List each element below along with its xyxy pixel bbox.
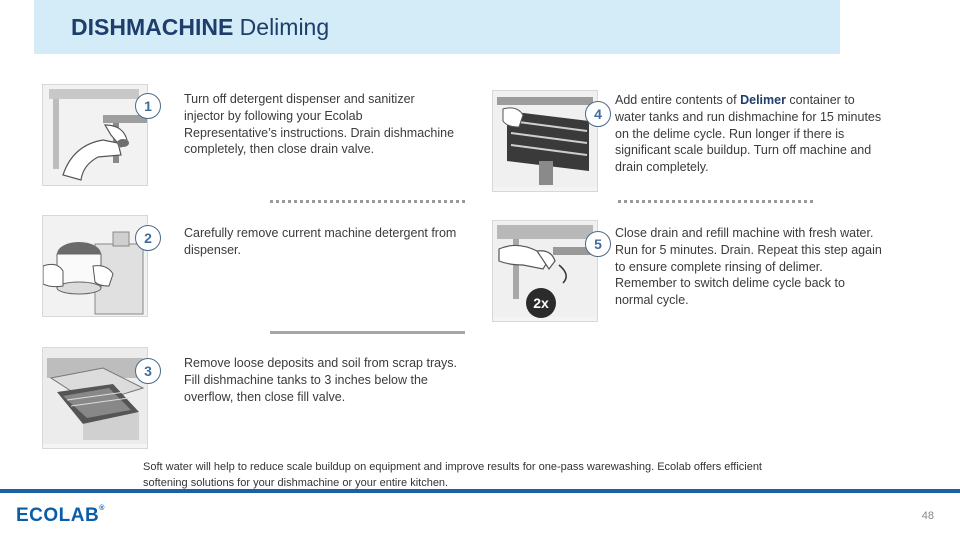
page-title-rest: Deliming	[233, 14, 330, 40]
step-2-number: 2	[135, 225, 161, 251]
divider-dotted-1	[270, 200, 465, 203]
step-5-number: 5	[585, 231, 611, 257]
step-4-text-bold: Delimer	[740, 93, 786, 107]
step-5-text: Close drain and refill machine with fres…	[615, 226, 882, 308]
step-1-text: Turn off detergent dispenser and sanitiz…	[184, 92, 455, 157]
logo-text: ECOLAB	[16, 505, 100, 526]
step-4-text-after: container to water tanks and run dishmac…	[615, 93, 882, 175]
step-1-illustration	[42, 84, 148, 186]
step-3-text: Remove loose deposits and soil from scra…	[184, 356, 458, 404]
step-3-illustration	[42, 347, 148, 449]
footnote: Soft water will help to reduce scale bui…	[143, 461, 762, 489]
step-4-illustration	[492, 90, 598, 192]
step-3-number: 3	[135, 358, 161, 384]
divider-solid	[270, 331, 465, 334]
repeat-2x-badge: 2x	[526, 288, 556, 318]
page-title-bold: DISHMACHINE	[71, 14, 234, 40]
step-1-number: 1	[135, 93, 161, 119]
divider-dotted-2	[618, 200, 813, 203]
step-4-text-before: Add entire contents of	[615, 93, 741, 107]
step-4-text: Add entire contents of Delimer container…	[615, 92, 883, 176]
step-5-illustration	[492, 220, 598, 322]
step-2-text: Carefully remove current machine deterge…	[184, 226, 457, 257]
step-4-number: 4	[585, 101, 611, 127]
step-2-illustration	[42, 215, 148, 317]
ecolab-logo: ECOLAB®	[16, 505, 105, 527]
page-number: 48	[921, 510, 934, 522]
title-bar: DISHMACHINE Deliming	[34, 0, 840, 54]
footer-rule	[0, 489, 960, 493]
page-title: DISHMACHINE Deliming	[71, 14, 329, 41]
logo-registered-mark: ®	[99, 505, 105, 512]
